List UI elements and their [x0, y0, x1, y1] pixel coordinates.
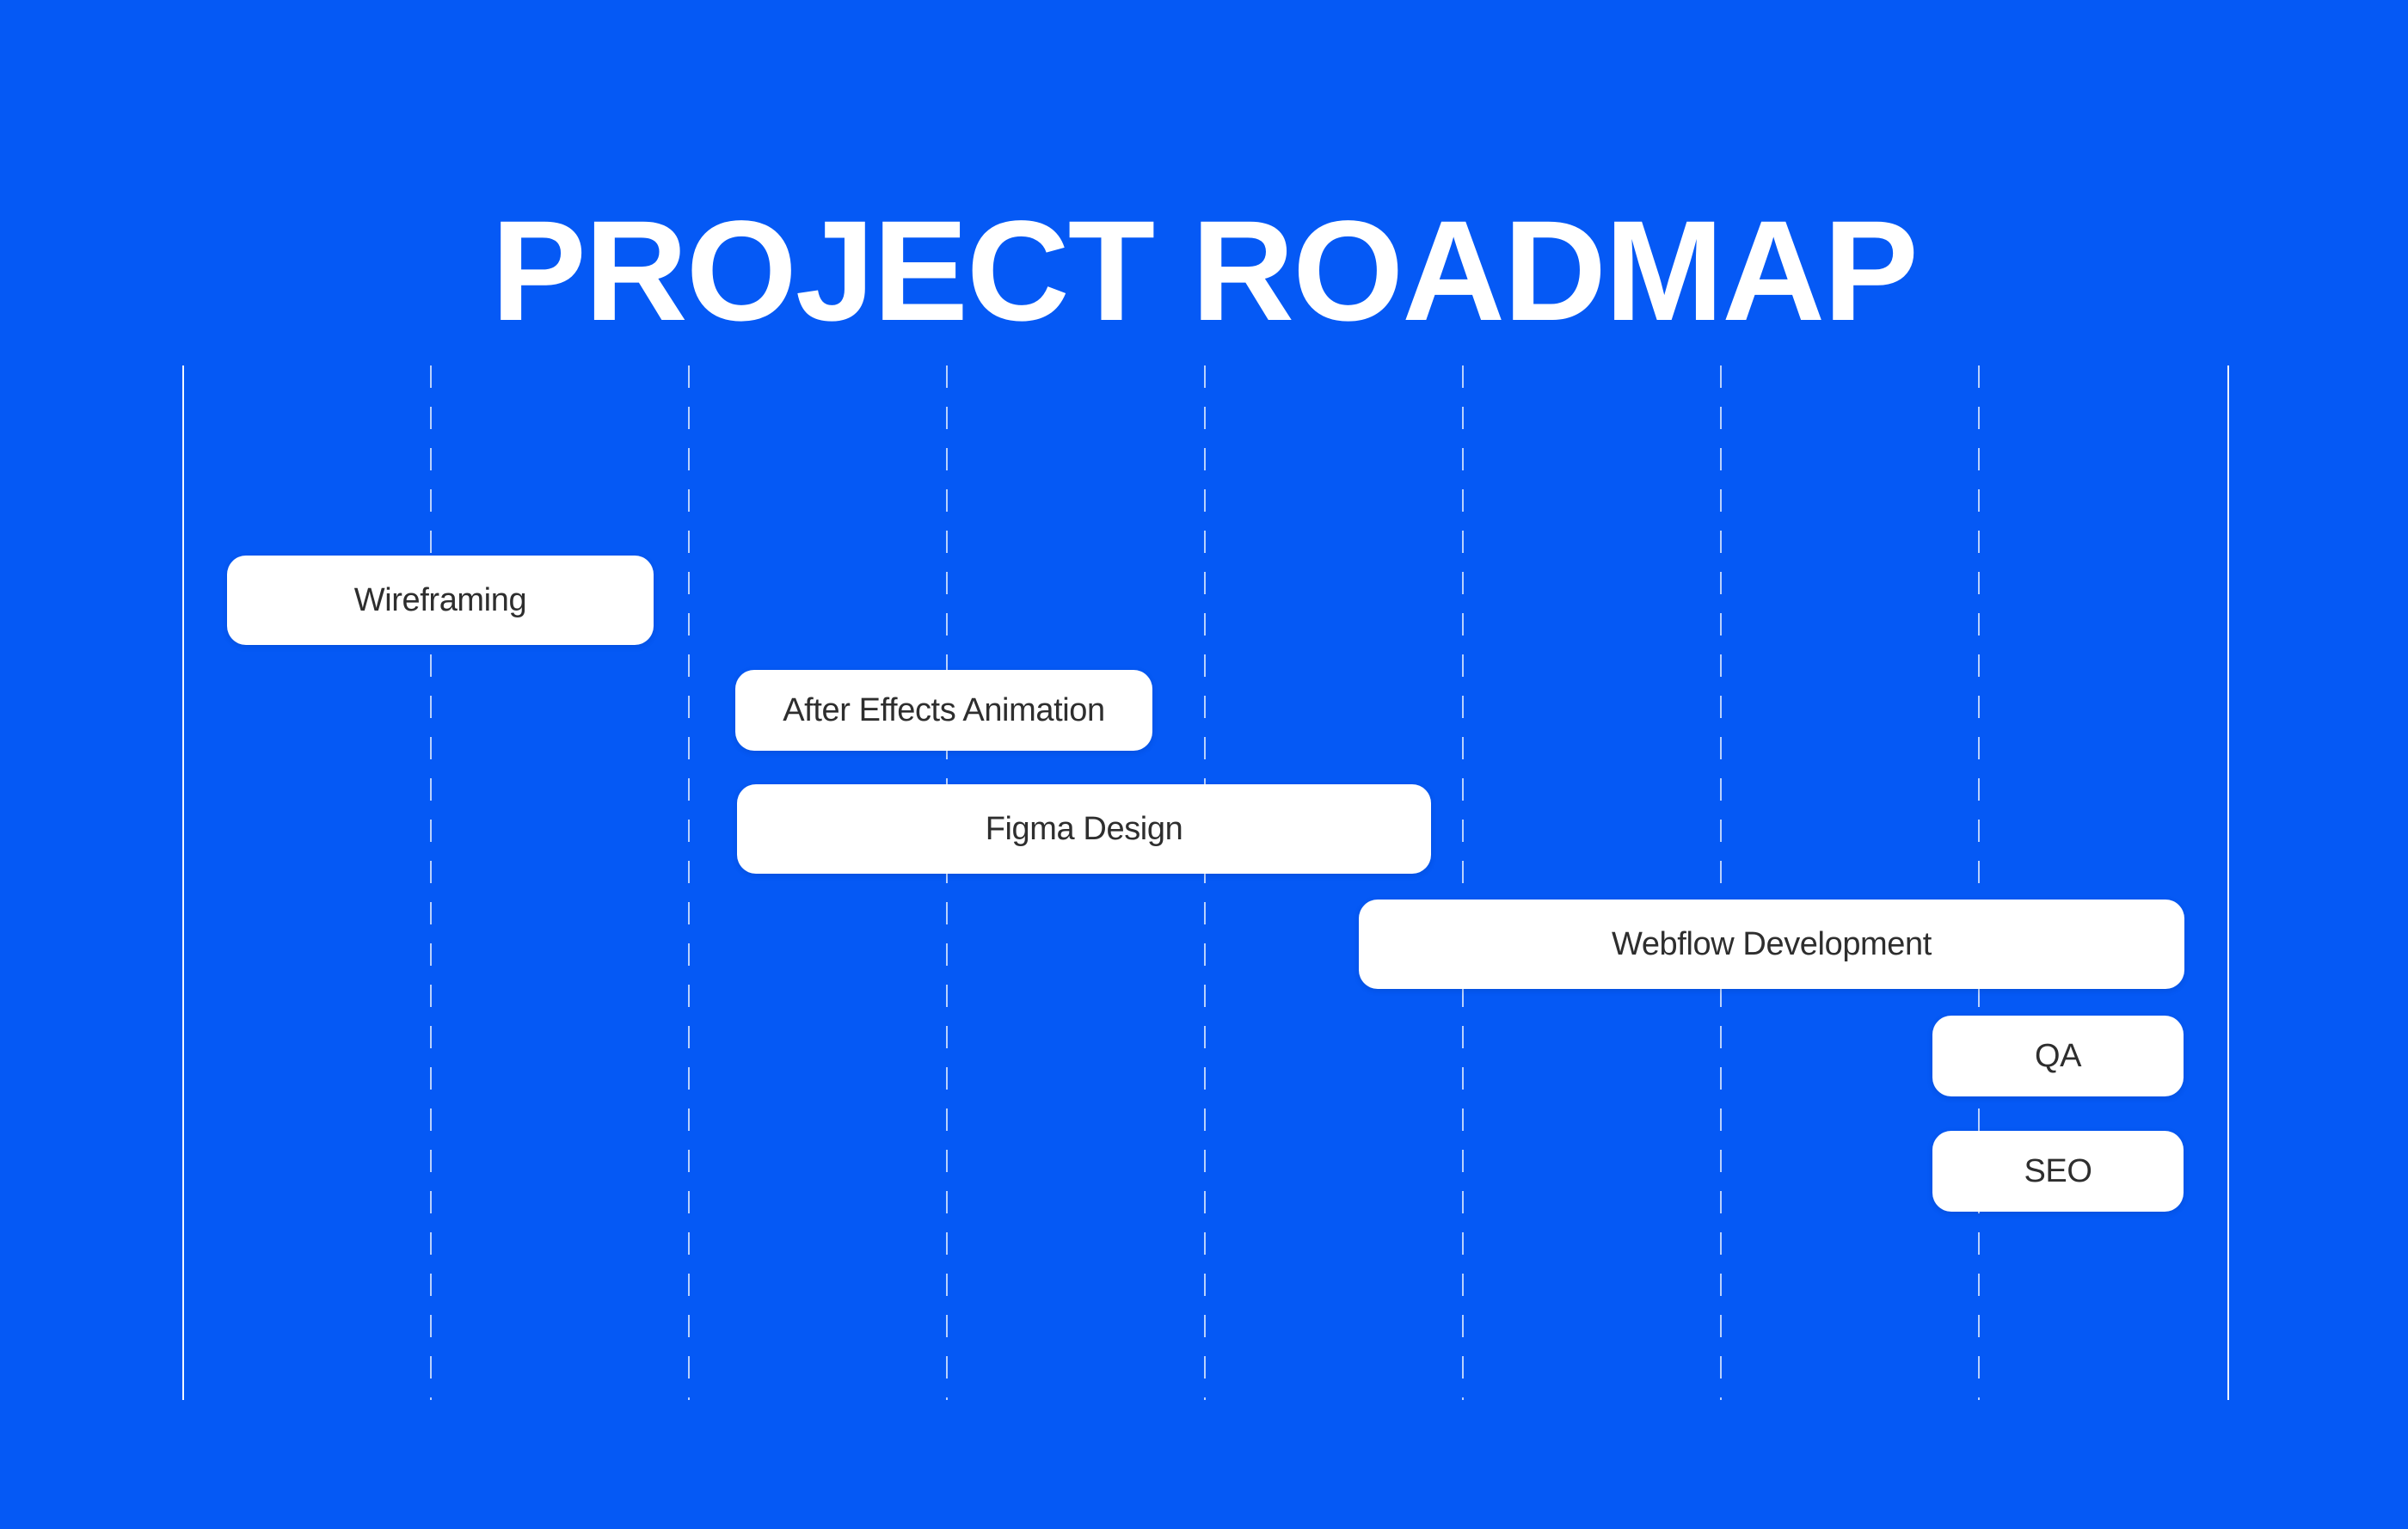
task-bar-label: QA	[2034, 1038, 2082, 1074]
task-bar-figma-design[interactable]: Figma Design	[737, 784, 1431, 874]
task-bar-seo[interactable]: SEO	[1932, 1131, 2184, 1212]
task-bar-wireframing[interactable]: Wireframing	[227, 556, 654, 645]
gridline-5-dashed	[1462, 365, 1464, 1400]
gridline-7-dashed	[1978, 365, 1980, 1400]
gridline-8-solid	[2227, 365, 2229, 1400]
task-bar-label: Figma Design	[985, 811, 1183, 847]
task-bar-label: Webflow Development	[1612, 926, 1932, 962]
gridline-0-solid	[182, 365, 184, 1400]
task-bar-label: Wireframing	[353, 582, 527, 618]
gridline-4-dashed	[1204, 365, 1206, 1400]
task-bar-label: SEO	[2024, 1153, 2092, 1189]
gridline-1-dashed	[430, 365, 432, 1400]
gridline-3-dashed	[946, 365, 948, 1400]
task-bar-webflow-development[interactable]: Webflow Development	[1359, 900, 2184, 989]
gridline-6-dashed	[1720, 365, 1722, 1400]
gridline-2-dashed	[688, 365, 690, 1400]
task-bar-label: After Effects Animation	[783, 692, 1105, 728]
page-title: PROJECT ROADMAP	[491, 192, 1919, 352]
task-bar-after-effects-animation[interactable]: After Effects Animation	[735, 670, 1152, 751]
task-bar-qa[interactable]: QA	[1932, 1016, 2184, 1096]
